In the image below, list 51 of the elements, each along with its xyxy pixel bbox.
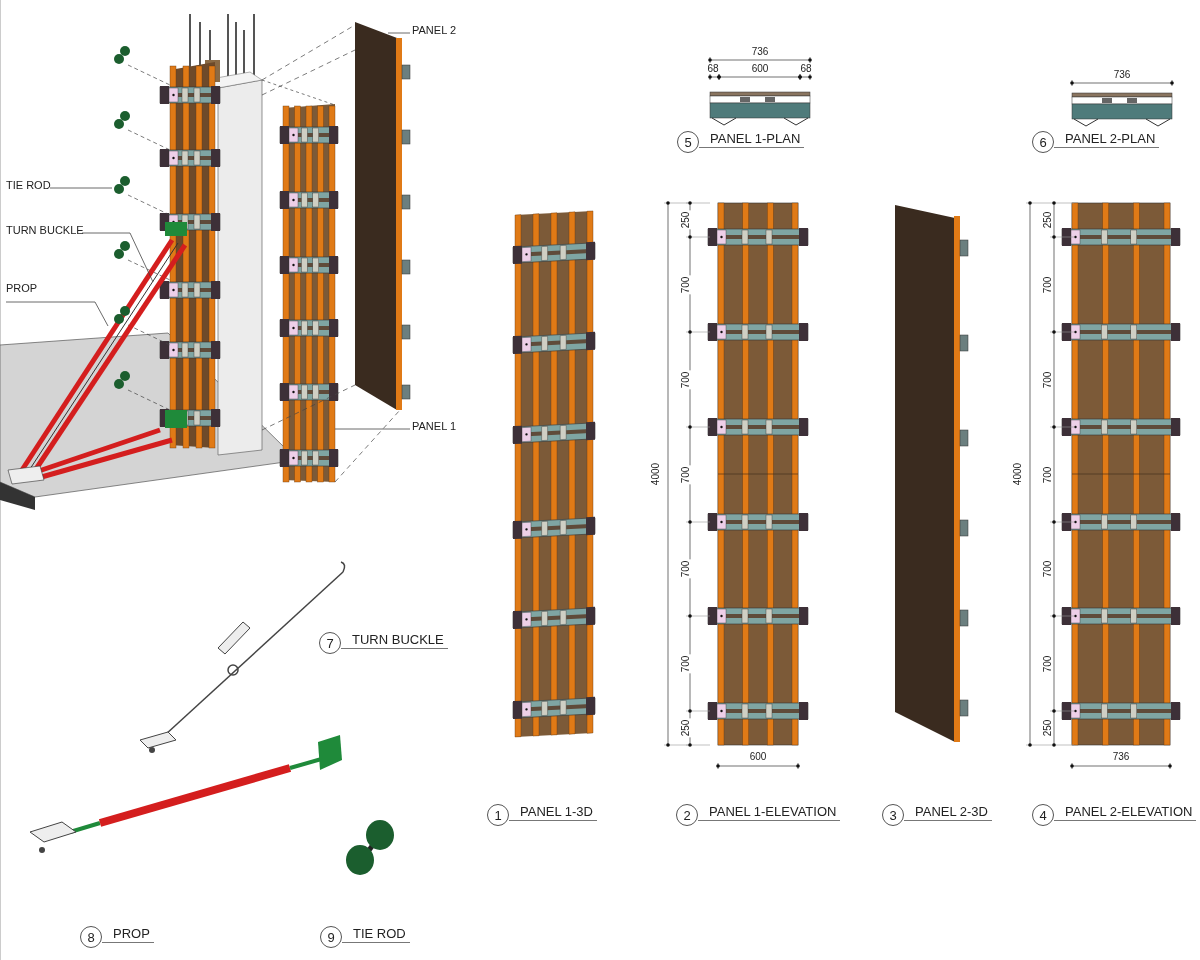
callout-label: PROP bbox=[6, 283, 38, 294]
dimension-text: 700 bbox=[1043, 275, 1053, 294]
view-number: 2 bbox=[683, 808, 691, 822]
view-title: TURN BUCKLE bbox=[341, 633, 448, 649]
dimension-text: 4000 bbox=[1013, 461, 1023, 487]
view-title: PANEL 2-3D bbox=[904, 805, 992, 821]
view-title: PANEL 2-PLAN bbox=[1054, 132, 1160, 148]
callout-label: PANEL 2 bbox=[412, 25, 457, 36]
callout-label: TIE ROD bbox=[6, 180, 51, 191]
dimension-text: 700 bbox=[681, 370, 691, 389]
view-title: PANEL 1-PLAN bbox=[699, 132, 805, 148]
dimension-text: 600 bbox=[748, 752, 768, 762]
view-number: 3 bbox=[889, 808, 897, 822]
dimension-text: 700 bbox=[681, 559, 691, 579]
view-title: TIE ROD bbox=[342, 927, 410, 943]
dimension-text: 4000 bbox=[651, 461, 661, 487]
view-title: PANEL 2-ELEVATION bbox=[1054, 805, 1197, 821]
callout-label: PANEL 1 bbox=[412, 421, 457, 432]
view-number: 8 bbox=[87, 930, 95, 944]
dimension-text: 736 bbox=[1112, 70, 1132, 80]
view-title: PANEL 1-ELEVATION bbox=[698, 805, 841, 821]
dimension-text: 700 bbox=[681, 654, 691, 673]
leader-line bbox=[334, 428, 411, 430]
dimension-text: 700 bbox=[681, 275, 691, 294]
leader-line bbox=[49, 187, 113, 189]
dimension-text: 700 bbox=[1043, 370, 1053, 389]
dimension-text: 736 bbox=[1111, 752, 1131, 762]
leader-line bbox=[81, 232, 154, 283]
view-title: PROP bbox=[102, 927, 154, 943]
dimension-text: 250 bbox=[1043, 210, 1053, 230]
view-number: 4 bbox=[1039, 808, 1047, 822]
view-number: 9 bbox=[327, 930, 335, 944]
dimension-text: 700 bbox=[681, 465, 691, 484]
dimension-text: 600 bbox=[750, 64, 770, 74]
callout-label: TURN BUCKLE bbox=[6, 225, 84, 236]
dimension-text: 250 bbox=[681, 210, 691, 230]
leader-line bbox=[387, 32, 411, 34]
dimension-text: 700 bbox=[1043, 559, 1053, 579]
dimension-text: 250 bbox=[681, 718, 691, 738]
dimension-text: 700 bbox=[1043, 465, 1053, 484]
view-number: 1 bbox=[494, 808, 502, 822]
dimension-text: 68 bbox=[799, 64, 813, 74]
dimension-text: 700 bbox=[1043, 654, 1053, 673]
view-number: 7 bbox=[326, 636, 334, 650]
view-number: 6 bbox=[1039, 135, 1047, 149]
view-title: PANEL 1-3D bbox=[509, 805, 597, 821]
view-number: 5 bbox=[684, 135, 692, 149]
dimension-text: 68 bbox=[706, 64, 720, 74]
dimension-text: 250 bbox=[1043, 718, 1053, 738]
dimension-text: 736 bbox=[750, 47, 770, 57]
leader-line bbox=[5, 301, 109, 327]
